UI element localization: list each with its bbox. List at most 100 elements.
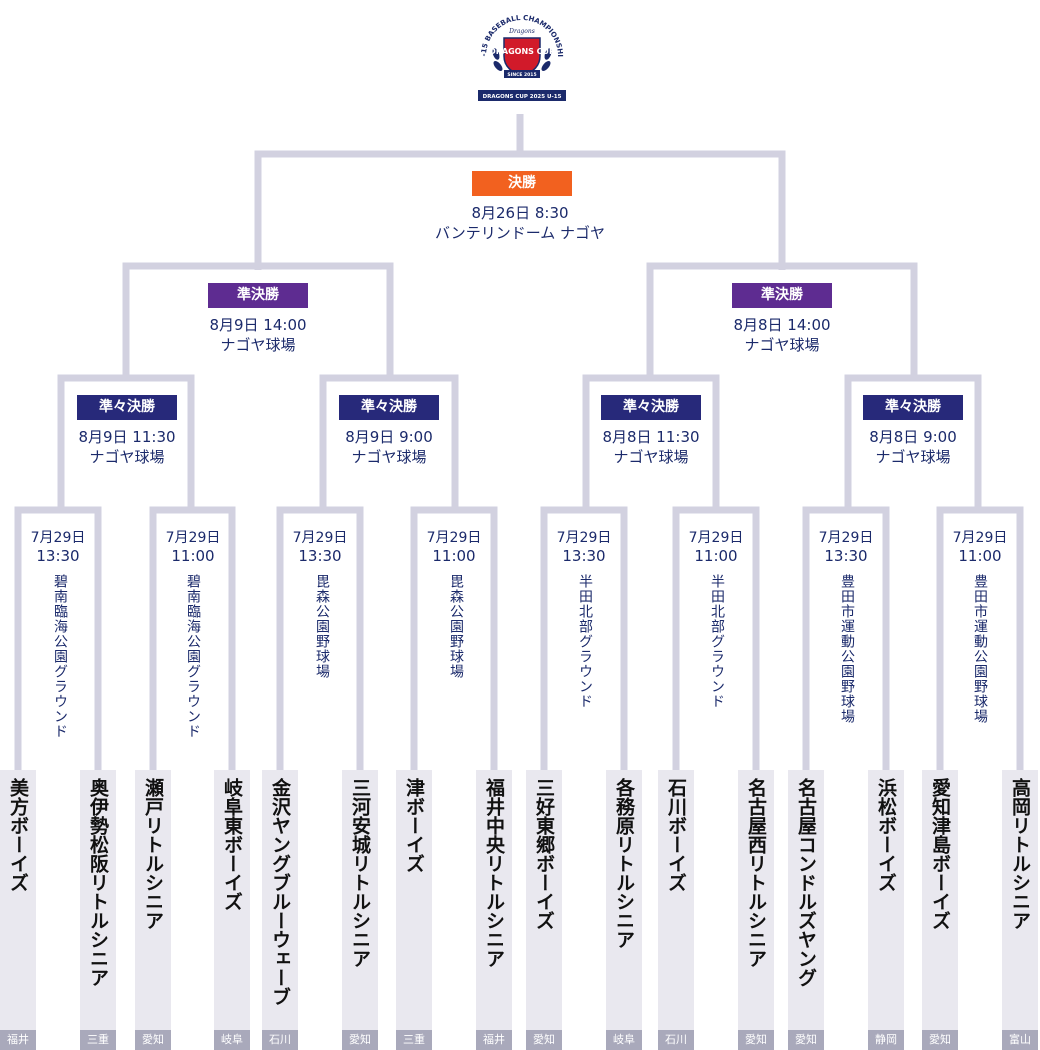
semi-venue: ナゴヤ球場 [220, 336, 296, 354]
team-name: 三河安城リトルシニア [349, 778, 371, 968]
team-column [606, 770, 642, 1030]
round1-date: 7月29日 [952, 530, 1008, 546]
quarterfinal-date: 8月9日 11:30 [78, 428, 176, 446]
prefecture-label: 福井 [0, 1030, 36, 1050]
team-column [868, 770, 904, 1030]
round1-time: 11:00 [694, 547, 738, 565]
semi-date: 8月8日 14:00 [733, 316, 831, 334]
semi-venue: ナゴヤ球場 [744, 336, 820, 354]
round1-date: 7月29日 [688, 530, 744, 546]
team-column [922, 770, 958, 1030]
semi-badge: 準決勝 [208, 283, 308, 308]
prefecture-label: 静岡 [868, 1030, 904, 1050]
semi-date: 8月9日 14:00 [209, 316, 307, 334]
svg-text:DRAGONS CUP: DRAGONS CUP [489, 47, 555, 56]
quarterfinal-date: 8月9日 9:00 [345, 428, 433, 446]
team-name: 奥伊勢松阪リトルシニア [87, 778, 109, 987]
team-name: 浜松ボーイズ [875, 778, 897, 892]
team-name: 瀬戸リトルシニア [142, 778, 164, 930]
team-column [262, 770, 298, 1030]
quarterfinal-date: 8月8日 11:30 [602, 428, 700, 446]
svg-text:DRAGONS CUP 2025 U-15: DRAGONS CUP 2025 U-15 [483, 94, 562, 100]
prefecture-label: 三重 [396, 1030, 432, 1050]
round1-time: 11:00 [432, 547, 476, 565]
final-venue: バンテリンドーム ナゴヤ [434, 224, 606, 242]
team-column [135, 770, 171, 1030]
team-name: 金沢ヤングブルーウェーブ [269, 778, 291, 1006]
round1-venue: 碧南臨海公園グラウンド [52, 574, 68, 739]
round1-date: 7月29日 [818, 530, 874, 546]
dragons-cup-logo: U-15 BASEBALL CHAMPIONSHIP Dragons DRAGO… [472, 4, 566, 101]
team-name: 名古屋コンドルズヤング [795, 778, 817, 987]
quarterfinal-badge: 準々決勝 [339, 395, 439, 420]
team-name: 美方ボーイズ [7, 778, 29, 892]
prefecture-label: 石川 [262, 1030, 298, 1050]
team-column [80, 770, 116, 1030]
final-badge: 決勝 [472, 171, 572, 196]
team-name: 福井中央リトルシニア [483, 778, 505, 968]
round1-venue: 豊田市運動公園野球場 [839, 574, 855, 724]
prefecture-label: 三重 [80, 1030, 116, 1050]
round1-date: 7月29日 [30, 530, 86, 546]
round1-venue: 半田北部グラウンド [577, 574, 593, 709]
team-name: 名古屋西リトルシニア [745, 778, 767, 968]
team-name: 岐阜東ボーイズ [221, 778, 243, 911]
team-column [476, 770, 512, 1030]
quarterfinal-badge: 準々決勝 [863, 395, 963, 420]
team-column [342, 770, 378, 1030]
round1-time: 13:30 [824, 547, 868, 565]
round1-venue: 碧南臨海公園グラウンド [185, 574, 201, 739]
prefecture-label: 福井 [476, 1030, 512, 1050]
prefecture-label: 石川 [658, 1030, 694, 1050]
team-column [1002, 770, 1038, 1030]
team-column [738, 770, 774, 1030]
round1-time: 13:30 [562, 547, 606, 565]
round1-time: 11:00 [171, 547, 215, 565]
quarterfinal-venue: ナゴヤ球場 [875, 448, 951, 466]
team-column [0, 770, 36, 1030]
quarterfinal-badge: 準々決勝 [77, 395, 177, 420]
prefecture-label: 愛知 [788, 1030, 824, 1050]
team-name: 三好東郷ボーイズ [533, 778, 555, 930]
team-column [658, 770, 694, 1030]
prefecture-label: 愛知 [342, 1030, 378, 1050]
round1-date: 7月29日 [165, 530, 221, 546]
team-name: 石川ボーイズ [665, 778, 687, 892]
prefecture-label: 岐阜 [214, 1030, 250, 1050]
quarterfinal-venue: ナゴヤ球場 [613, 448, 689, 466]
round1-venue: 毘森公園野球場 [314, 574, 330, 679]
team-column [526, 770, 562, 1030]
round1-date: 7月29日 [426, 530, 482, 546]
round1-time: 13:30 [36, 547, 80, 565]
round1-date: 7月29日 [292, 530, 348, 546]
team-column [214, 770, 250, 1030]
prefecture-label: 岐阜 [606, 1030, 642, 1050]
semi-badge: 準決勝 [732, 283, 832, 308]
team-name: 高岡リトルシニア [1009, 778, 1031, 930]
final-date: 8月26日 8:30 [471, 204, 569, 222]
round1-date: 7月29日 [556, 530, 612, 546]
team-column [788, 770, 824, 1030]
quarterfinal-date: 8月8日 9:00 [869, 428, 957, 446]
svg-text:SINCE 2015: SINCE 2015 [507, 72, 536, 78]
team-name: 各務原リトルシニア [613, 778, 635, 949]
prefecture-label: 愛知 [922, 1030, 958, 1050]
quarterfinal-venue: ナゴヤ球場 [351, 448, 427, 466]
prefecture-label: 愛知 [526, 1030, 562, 1050]
quarterfinal-venue: ナゴヤ球場 [89, 448, 165, 466]
prefecture-label: 愛知 [738, 1030, 774, 1050]
round1-venue: 豊田市運動公園野球場 [972, 574, 988, 724]
team-name: 愛知津島ボーイズ [929, 778, 951, 930]
quarterfinal-badge: 準々決勝 [601, 395, 701, 420]
round1-venue: 毘森公園野球場 [448, 574, 464, 679]
round1-venue: 半田北部グラウンド [709, 574, 725, 709]
prefecture-label: 富山 [1002, 1030, 1038, 1050]
round1-time: 11:00 [958, 547, 1002, 565]
svg-text:Dragons: Dragons [508, 28, 535, 35]
team-column [396, 770, 432, 1030]
team-name: 津ボーイズ [403, 778, 425, 873]
prefecture-label: 愛知 [135, 1030, 171, 1050]
round1-time: 13:30 [298, 547, 342, 565]
